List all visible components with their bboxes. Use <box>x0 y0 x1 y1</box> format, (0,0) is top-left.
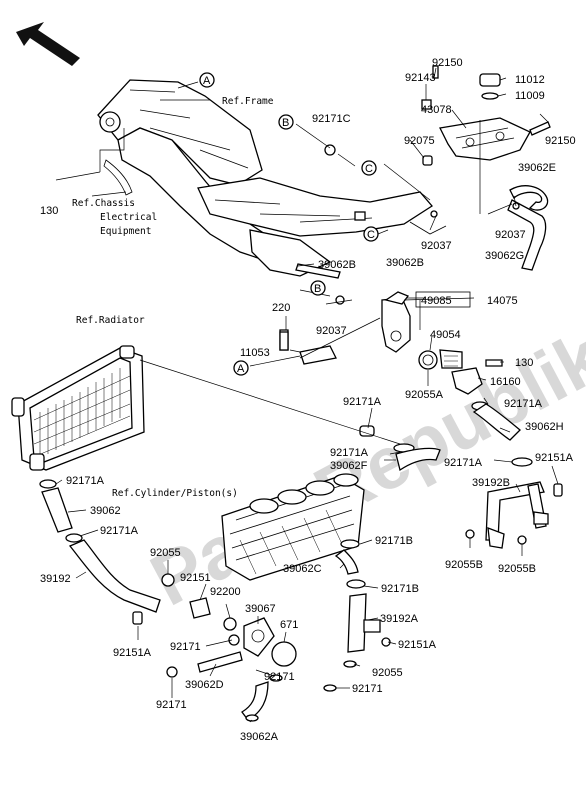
part-label-39192[interactable]: 39192 <box>40 573 71 585</box>
part-label-92150-top[interactable]: 92150 <box>432 57 463 69</box>
part-label-92171a-left1[interactable]: 92171A <box>66 475 105 487</box>
part-label-92037-low[interactable]: 92037 <box>316 325 347 337</box>
part-label-92151a-right[interactable]: 92151A <box>535 452 574 464</box>
ref-chassis-label-1: Ref.Chassis <box>72 198 135 209</box>
water-pump-illustration <box>166 597 297 722</box>
cylinder-block-illustration <box>221 473 365 581</box>
part-label-130-right[interactable]: 130 <box>515 357 533 369</box>
part-label-92037-right[interactable]: 92037 <box>495 229 526 241</box>
radiator-hoses-illustration <box>39 479 175 625</box>
ref-cylinder-label: Ref.Cylinder/Piston(s) <box>112 488 238 499</box>
part-label-43078[interactable]: 43078 <box>421 104 452 116</box>
part-label-92171b-1[interactable]: 92171B <box>375 535 413 547</box>
svg-text:A: A <box>203 75 211 87</box>
part-label-92055-middle[interactable]: 92055 <box>372 667 403 679</box>
callout-a-mid: A <box>233 360 249 376</box>
part-label-39062-left[interactable]: 39062 <box>90 505 121 517</box>
part-label-92151[interactable]: 92151 <box>180 572 211 584</box>
part-label-92075[interactable]: 92075 <box>404 135 435 147</box>
part-label-39062g[interactable]: 39062G <box>485 250 524 262</box>
front-direction-arrow-icon <box>16 22 80 66</box>
part-label-92143[interactable]: 92143 <box>405 72 436 84</box>
part-label-49054[interactable]: 49054 <box>430 329 461 341</box>
part-label-49085[interactable]: 49085 <box>421 295 452 307</box>
part-label-92171-2[interactable]: 92171 <box>264 671 295 683</box>
leader-lines <box>55 67 559 723</box>
part-label-92037-mid[interactable]: 92037 <box>421 240 452 252</box>
callout-b-top: B <box>278 114 294 130</box>
part-label-39062e[interactable]: 39062E <box>518 162 556 174</box>
part-label-92171-4[interactable]: 92171 <box>156 699 187 711</box>
callout-c-mid: C <box>363 226 379 242</box>
part-label-92171-1[interactable]: 92171 <box>170 641 201 653</box>
part-label-39067[interactable]: 39067 <box>245 603 276 615</box>
part-label-92200[interactable]: 92200 <box>210 586 241 598</box>
part-label-14075[interactable]: 14075 <box>487 295 518 307</box>
part-label-92055a[interactable]: 92055A <box>405 389 444 401</box>
frame-illustration <box>97 79 433 277</box>
part-label-92055b-2[interactable]: 92055B <box>498 563 536 575</box>
svg-text:B: B <box>314 283 321 295</box>
part-label-92171a-right2[interactable]: 92171A <box>444 457 483 469</box>
part-label-11053[interactable]: 11053 <box>240 347 270 359</box>
part-label-92171b-2[interactable]: 92171B <box>381 583 419 595</box>
part-label-92150-right[interactable]: 92150 <box>545 135 576 147</box>
ref-radiator-label: Ref.Radiator <box>76 315 145 326</box>
part-label-39192a[interactable]: 39192A <box>380 613 419 625</box>
part-label-92171a-left2[interactable]: 92171A <box>100 525 139 537</box>
part-label-39062b-low[interactable]: 39062B <box>386 257 424 269</box>
part-label-11012[interactable]: 11012 <box>515 74 545 86</box>
part-49085-box <box>415 291 471 308</box>
part-label-92151a-left[interactable]: 92151A <box>113 647 152 659</box>
part-label-92151a-middle[interactable]: 92151A <box>398 639 437 651</box>
callout-a-top: A <box>199 72 215 88</box>
ref-chassis-label-3: Equipment <box>100 226 151 237</box>
svg-text:B: B <box>282 117 289 129</box>
pipe-39192b-illustration <box>465 457 563 549</box>
part-label-39062a[interactable]: 39062A <box>240 731 279 743</box>
part-label-39062d[interactable]: 39062D <box>185 679 224 691</box>
svg-text:A: A <box>237 363 245 375</box>
part-label-92171-3[interactable]: 92171 <box>352 683 383 695</box>
part-label-39062b-up[interactable]: 39062B <box>318 259 356 271</box>
reservoir-bracket-illustration <box>409 65 551 271</box>
callout-b-mid: B <box>310 280 326 296</box>
ref-frame-label: Ref.Frame <box>222 96 274 107</box>
svg-text:C: C <box>367 229 375 241</box>
part-label-39062f[interactable]: 39062F <box>330 460 368 472</box>
part-label-130-left[interactable]: 130 <box>40 205 58 217</box>
part-label-39062h[interactable]: 39062H <box>525 421 564 433</box>
part-label-92171a-center[interactable]: 92171A <box>343 396 382 408</box>
part-label-11009[interactable]: 11009 <box>515 90 545 102</box>
ref-chassis-label-2: Electrical <box>100 212 157 223</box>
part-label-220[interactable]: 220 <box>272 302 290 314</box>
svg-text:C: C <box>365 163 373 175</box>
water-hoses-upper-illustration <box>359 401 521 472</box>
part-label-92055-left[interactable]: 92055 <box>150 547 181 559</box>
water-pipes-lower-illustration <box>323 539 391 692</box>
part-label-39062c[interactable]: 39062C <box>283 563 322 575</box>
part-label-16160[interactable]: 16160 <box>490 376 521 388</box>
thermostat-housing-illustration <box>279 291 503 395</box>
part-label-671[interactable]: 671 <box>280 619 298 631</box>
part-label-92171c[interactable]: 92171C <box>312 113 351 125</box>
part-label-39192b[interactable]: 39192B <box>472 477 510 489</box>
part-label-92171a-center2[interactable]: 92171A <box>330 447 369 459</box>
radiator-illustration <box>11 345 145 471</box>
callout-c-top: C <box>361 160 377 176</box>
part-label-92171a-right1[interactable]: 92171A <box>504 398 543 410</box>
part-label-92055b-1[interactable]: 92055B <box>445 559 483 571</box>
